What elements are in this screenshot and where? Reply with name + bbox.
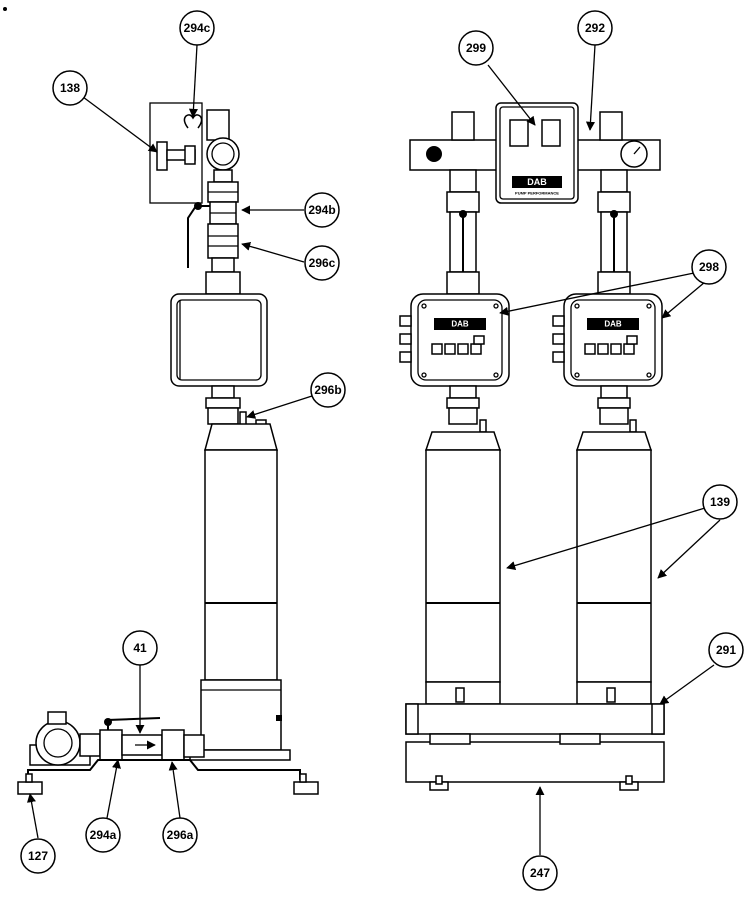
pump-column-right: DAB: [552, 169, 663, 705]
valve-box-outline: [149, 102, 203, 204]
callout-294a: 294a: [85, 817, 121, 853]
callout-138: 138: [52, 70, 88, 106]
callout-294c: 294c: [179, 10, 215, 46]
callout-292: 292: [577, 10, 613, 46]
suction-valve-body: [35, 720, 81, 766]
callout-294c-label: 294c: [184, 21, 211, 35]
pump-column-left: DAB: [399, 169, 510, 705]
leader-lines: [26, 44, 721, 855]
callout-296b: 296b: [310, 372, 346, 408]
callout-294a-label: 294a: [90, 828, 117, 842]
callout-127-label: 127: [28, 849, 48, 863]
callout-41-label: 41: [133, 641, 147, 655]
callout-138-label: 138: [60, 81, 80, 95]
callout-291-label: 291: [716, 643, 736, 657]
suction-manifold: [405, 703, 665, 735]
callout-299: 299: [458, 30, 494, 66]
callout-292-label: 292: [585, 21, 605, 35]
callout-247: 247: [522, 855, 558, 891]
callout-127: 127: [20, 838, 56, 874]
panel-logo-brand: DAB: [527, 177, 547, 187]
base-frame: [405, 741, 665, 783]
controller-left-logo: DAB: [451, 320, 469, 329]
panel-logo-tagline: PUMP PERFORMANCE: [515, 191, 559, 196]
controller-side-view: [170, 293, 268, 387]
callout-139: 139: [702, 484, 738, 520]
callout-296c-label: 296c: [309, 256, 336, 270]
controller-right-logo: DAB: [604, 320, 622, 329]
pump-body-left: [204, 449, 278, 681]
twin-pump-assembly: DAB PUMP PERFORMANCE DAB: [399, 102, 665, 791]
callout-296a-label: 296a: [167, 828, 194, 842]
callout-296a: 296a: [162, 817, 198, 853]
callout-296c: 296c: [304, 245, 340, 281]
callout-294b: 294b: [304, 192, 340, 228]
callout-298-label: 298: [699, 260, 719, 274]
callout-41: 41: [122, 630, 158, 666]
callout-296b-label: 296b: [314, 383, 341, 397]
callout-298: 298: [691, 249, 727, 285]
corner-dot: [3, 7, 7, 11]
callout-247-label: 247: [530, 866, 550, 880]
callout-294b-label: 294b: [308, 203, 335, 217]
callout-139-label: 139: [710, 495, 730, 509]
single-pump-assembly: [17, 102, 319, 795]
callout-291: 291: [708, 632, 744, 668]
callout-299-label: 299: [466, 41, 486, 55]
